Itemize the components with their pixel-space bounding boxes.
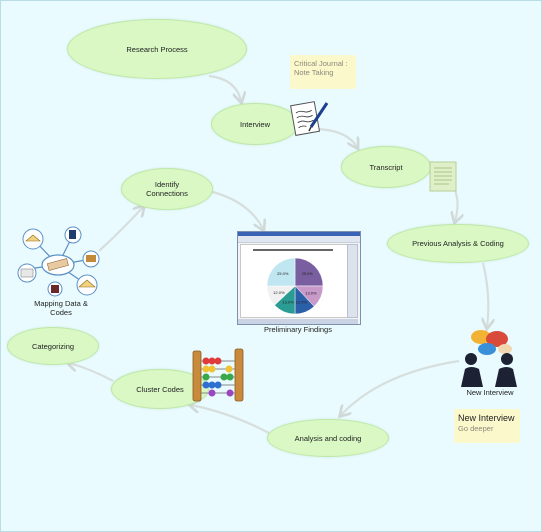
note-critical-journal[interactable]: Critical Journal : Note Taking (290, 55, 356, 89)
screenshot-toolbar (238, 236, 360, 243)
arrow-previous-to-newinterview (483, 262, 488, 327)
arrow-cluster-to-categorizing (69, 363, 114, 382)
label-mapping-data: Mapping Data & Codes (23, 299, 99, 318)
node-analysis-coding-label: Analysis and coding (294, 433, 362, 443)
screenshot-statusbar (238, 319, 358, 324)
pie-slice-0 (294, 257, 324, 287)
node-identify-connections-label: Identify Connections (146, 180, 188, 198)
label-new-interview-figure: New Interview (466, 388, 514, 397)
screenshot-side-panel (347, 244, 358, 318)
pen-paper-icon (290, 101, 329, 136)
pie-slice-label-5: 25.0% (277, 271, 289, 276)
screenshot-chart-area: 25.0%13.0%12.0%13.0%12.0%25.0% (240, 244, 348, 318)
mapping-line1: Mapping Data & (34, 299, 88, 308)
pie-slice-label-4: 12.0% (273, 290, 285, 295)
mind-map-books-icon (17, 226, 100, 297)
note-new-interview-title: New Interview (458, 413, 515, 423)
node-research-process[interactable]: Research Process (67, 19, 247, 79)
arrow-identify-to-findings (208, 189, 263, 229)
node-research-process-label: Research Process (126, 44, 188, 54)
node-transcript-label: Transcript (369, 162, 403, 172)
node-identify-connections[interactable]: Identify Connections (121, 168, 213, 210)
node-cluster-codes-label: Cluster Codes (136, 384, 184, 394)
node-categorizing[interactable]: Categorizing (7, 327, 99, 365)
people-chat-icon (461, 330, 517, 387)
note-critical-journal-line1: Critical Journal : (294, 59, 348, 68)
pie-slice-label-1: 13.0% (305, 290, 317, 295)
note-new-interview[interactable]: New Interview Go deeper (454, 409, 520, 443)
pie-chart: 25.0%13.0%12.0%13.0%12.0%25.0% (266, 257, 324, 315)
label-preliminary-findings: Preliminary Findings (264, 325, 332, 334)
node-analysis-coding[interactable]: Analysis and coding (267, 419, 389, 457)
node-transcript[interactable]: Transcript (341, 146, 431, 188)
node-previous-analysis-label: Previous Analysis & Coding (412, 239, 504, 248)
node-previous-analysis[interactable]: Previous Analysis & Coding (387, 224, 529, 263)
identify-line2: Connections (146, 189, 188, 198)
node-interview[interactable]: Interview (211, 103, 299, 145)
pie-chart-screenshot: 25.0%13.0%12.0%13.0%12.0%25.0% (237, 231, 361, 325)
arrow-analysis-to-cluster (191, 405, 270, 434)
pie-slice-label-2: 12.0% (296, 300, 308, 305)
document-icon (429, 161, 457, 192)
node-interview-label: Interview (239, 119, 270, 129)
pie-slice-5 (266, 257, 296, 287)
abacus-icon (192, 348, 244, 402)
arrow-research-to-interview (208, 74, 241, 101)
note-new-interview-subtitle: Go deeper (458, 424, 494, 434)
note-critical-journal-line2: Note Taking (294, 68, 334, 78)
node-categorizing-label: Categorizing (31, 341, 75, 351)
arrow-newinterview-to-analysis (341, 359, 460, 415)
mapping-line2: Codes (50, 308, 72, 318)
identify-line1: Identify (154, 180, 180, 189)
screenshot-title-line (253, 249, 333, 251)
pie-slice-label-0: 25.0% (302, 271, 314, 276)
arrow-mapping-to-identify (98, 207, 143, 252)
screenshot-titlebar (238, 232, 360, 236)
pie-slice-label-3: 13.0% (282, 299, 294, 304)
